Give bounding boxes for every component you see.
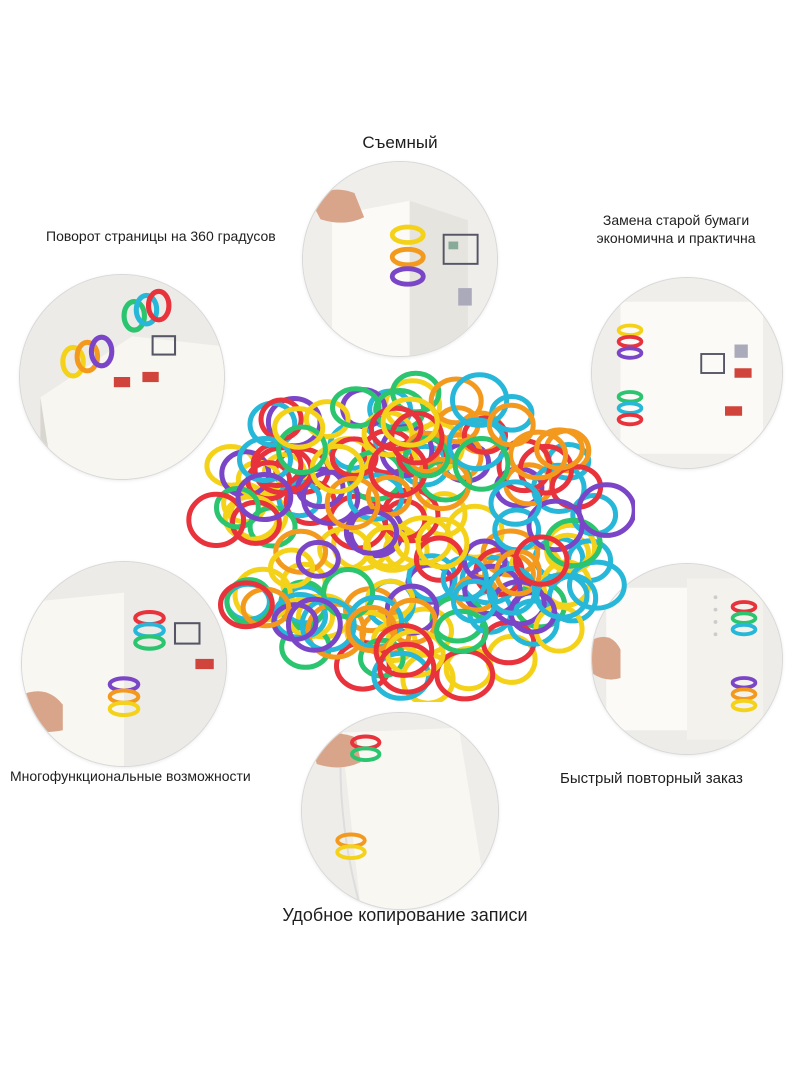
ring xyxy=(295,539,341,579)
photo-paper-replacement xyxy=(592,278,782,468)
ring xyxy=(428,376,484,426)
ring xyxy=(488,479,543,527)
ring xyxy=(268,547,315,589)
ring xyxy=(368,405,424,452)
ring xyxy=(415,516,470,570)
ring xyxy=(544,517,603,569)
caption-multifunctional: Многофункциональные возможности xyxy=(10,768,251,784)
ring xyxy=(486,402,536,448)
ring xyxy=(218,580,275,630)
ring xyxy=(576,482,635,538)
ring xyxy=(276,424,328,476)
ring xyxy=(513,534,570,587)
ring xyxy=(235,472,294,522)
ring xyxy=(331,516,391,572)
ring xyxy=(434,608,489,654)
caption-quick-reorder: Быстрый повторный заказ xyxy=(560,770,743,787)
caption-page-rotation: Поворот страницы на 360 градусов xyxy=(46,228,276,244)
ring xyxy=(377,641,437,695)
photo-multifunctional xyxy=(22,562,226,766)
ring xyxy=(567,559,627,611)
ring xyxy=(303,399,351,440)
ring xyxy=(237,436,293,483)
ring xyxy=(450,372,510,428)
ring xyxy=(371,650,431,701)
photo-page-rotation xyxy=(20,275,224,479)
ring xyxy=(305,601,367,660)
ring xyxy=(373,388,427,432)
ring xyxy=(300,469,361,526)
ring xyxy=(533,604,585,654)
ring xyxy=(508,429,569,481)
ring xyxy=(186,491,247,548)
ring xyxy=(452,436,511,492)
colorful-rings-pile xyxy=(185,362,635,702)
ring xyxy=(299,597,357,653)
ring xyxy=(285,596,343,653)
ring xyxy=(324,476,381,531)
caption-paper-replacement: Замена старой бумаги экономична и практи… xyxy=(596,212,756,246)
caption-removable: Съемный xyxy=(362,133,438,152)
photo-removable-rings xyxy=(303,162,497,356)
caption-easy-copy: Удобное копирование записи xyxy=(282,905,528,925)
ring xyxy=(451,578,498,624)
photo-easy-copy xyxy=(302,713,498,909)
ring xyxy=(486,566,538,616)
ring xyxy=(272,406,326,450)
ring xyxy=(373,623,435,678)
ring xyxy=(364,525,410,569)
ring xyxy=(273,528,329,575)
ring xyxy=(380,396,440,448)
ring xyxy=(343,509,400,556)
ring xyxy=(330,386,382,429)
